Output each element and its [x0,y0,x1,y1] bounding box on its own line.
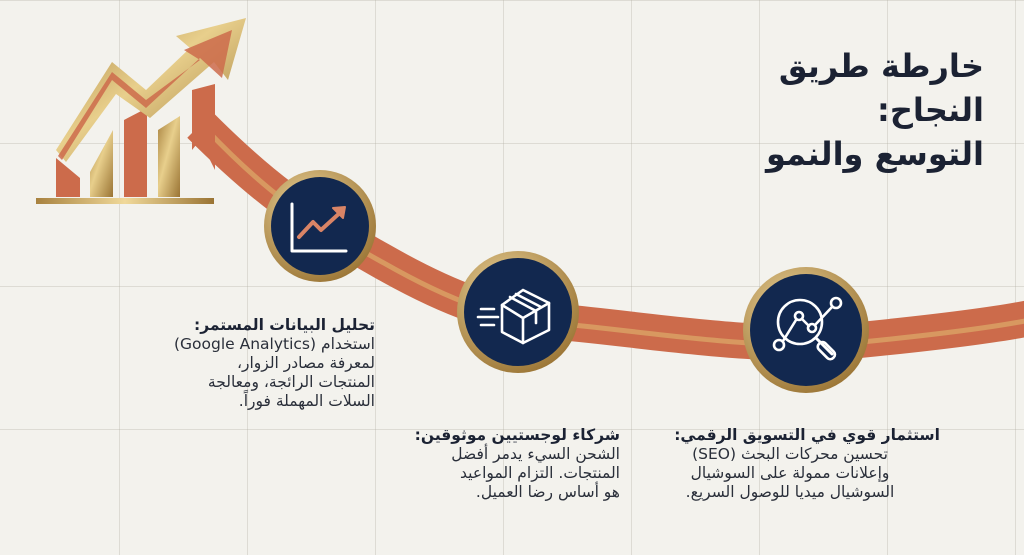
search-analytics-icon [772,296,843,361]
step-node-3 [743,267,869,393]
growth-chart-logo [36,18,246,204]
step-3-line: تحسين محركات البحث (SEO) [692,445,888,463]
step-2-heading: شركاء لوجستيين موثوقين: [414,426,620,444]
step-3-text: استثمار قوي في التسويق الرقمي: تحسين محر… [640,426,940,502]
step-1-line: استخدام (Google Analytics) [173,335,375,353]
step-1-line: المنتجات الرائجة، ومعالجة [207,373,375,391]
step-3-heading: استثمار قوي في التسويق الرقمي: [674,426,940,444]
step-node-2 [457,251,579,373]
title-line-1: خارطة طريق النجاح: [778,47,984,129]
step-2-text: شركاء لوجستيين موثوقين: الشحن السيء يدمر… [395,426,620,502]
step-2-line: المنتجات. التزام المواعيد [460,464,620,482]
shipping-box-icon [476,288,551,345]
step-node-1 [264,170,376,282]
title-line-2: التوسع والنمو [765,135,984,173]
step-1-line: السلات المهملة فوراً. [238,392,375,410]
line-chart-growth-icon [290,202,348,253]
step-2-line: الشحن السيء يدمر أفضل [451,445,620,463]
step-1-heading: تحليل البيانات المستمر: [194,316,375,334]
step-3-line: وإعلانات ممولة على السوشيال [690,464,890,482]
step-1-text: تحليل البيانات المستمر: استخدام (Google … [150,316,375,411]
page-title: خارطة طريق النجاح: التوسع والنمو [664,44,984,176]
step-1-line: لمعرفة مصادر الزوار، [236,354,375,372]
step-2-line: هو أساس رضا العميل. [475,483,620,501]
step-3-line: السوشيال ميديا للوصول السريع. [685,483,895,501]
